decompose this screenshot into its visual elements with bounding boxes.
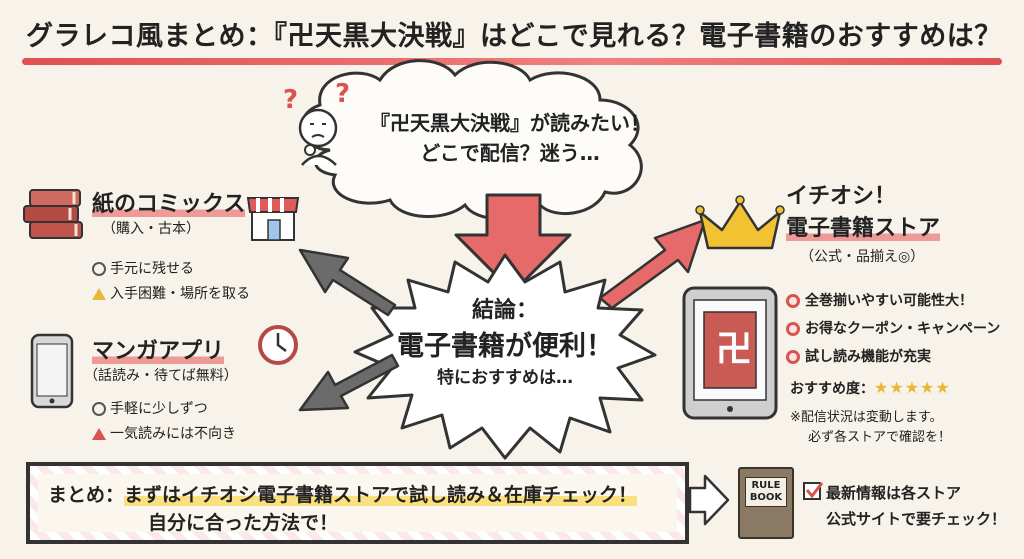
shop-icon [246, 197, 300, 241]
summary-label: まとめ： [48, 484, 125, 506]
crown-icon [695, 195, 785, 250]
ring-mark-icon [786, 294, 800, 308]
triangle-mark-icon [92, 288, 106, 300]
svg-text:?: ? [335, 79, 350, 109]
worried-person-icon [298, 108, 338, 166]
cloud-line-1: 『卍天黒大決戦』が読みたい！ [370, 111, 650, 135]
ring-mark-icon [786, 350, 800, 364]
cloud-text: 『卍天黒大決戦』が読みたい！ どこで配信？迷う… [360, 108, 660, 168]
thought-cloud [300, 59, 643, 221]
summary-line-2: 自分に合った方法で！ [148, 512, 339, 534]
tablet-icon [682, 286, 778, 420]
star-rating-icon: ★★★★★ [874, 378, 951, 397]
summary-box: まとめ：まずはイチオシ電子書籍ストアで試し読み＆在庫チェック！ 自分に合った方法… [26, 462, 689, 544]
summary-arrow [688, 474, 730, 526]
rule-book-icon: RULE BOOK [738, 467, 794, 539]
paper-comics-pros: 手元に残せる [92, 258, 194, 278]
conclusion-title: 結論： [471, 298, 538, 323]
ebook-store-title-1: イチオシ！ [786, 184, 897, 209]
ebook-store-title-2: 電子書籍ストア [786, 216, 941, 241]
ebook-point-2: お得なクーポン・キャンペーン [786, 318, 1000, 338]
svg-text:?: ? [283, 85, 298, 115]
ebook-point-1: 全巻揃いやすい可能性大！ [786, 290, 973, 310]
ebook-note-2: 必ず各ストアで確認を！ [808, 430, 952, 445]
title-underline [22, 58, 1002, 65]
ebook-rating: おすすめ度：★★★★★ [790, 378, 951, 397]
manga-app-subtitle: （話読み・待てば無料） [84, 368, 238, 384]
circle-mark-icon [92, 262, 106, 276]
paper-comics-cons: 入手困難・場所を取る [92, 283, 250, 303]
clock-icon [258, 325, 298, 365]
arrow-to-manga-app [298, 353, 400, 412]
paper-comics-subtitle: （購入・古本） [102, 221, 200, 237]
manga-app-pros: 手軽に少しずつ [92, 398, 208, 418]
latest-info-line-2: 公式サイトで要チェック！ [826, 510, 1007, 528]
tablet-symbol: 卍 [716, 329, 753, 370]
ring-mark-icon [786, 322, 800, 336]
book-stack-icon [23, 189, 83, 239]
arrow-to-ebook-store [598, 218, 707, 310]
manga-app-cons: 一気読みには不向き [92, 423, 236, 443]
summary-line-1: まとめ：まずはイチオシ電子書籍ストアで試し読み＆在庫チェック！ [48, 484, 638, 506]
manga-app-title: マンガアプリ [92, 339, 225, 364]
latest-info-line-1: 最新情報は各ストア [826, 484, 962, 502]
circle-mark-icon [92, 402, 106, 416]
conclusion-main: 電子書籍が便利！ [397, 331, 613, 362]
ebook-note-1: ※配信状況は変動します。 [790, 410, 943, 425]
down-arrow [454, 193, 572, 294]
checkbox-icon [803, 482, 824, 500]
conclusion-sub: 特におすすめは… [437, 368, 573, 388]
page-title: グラレコ風まとめ：『卍天黒大決戦』はどこで見れる？電子書籍のおすすめは？ [26, 21, 1002, 52]
paper-comics-title: 紙のコミックス [92, 192, 246, 217]
arrow-to-paper-comics [298, 248, 397, 317]
cloud-line-2: どこで配信？迷う… [420, 141, 600, 165]
question-marks-icon: ? ? [283, 79, 350, 115]
triangle-mark-icon [92, 428, 106, 440]
ebook-store-subtitle: （公式・品揃え◎） [800, 249, 925, 265]
ebook-point-3: 試し読み機能が充実 [786, 346, 931, 366]
smartphone-icon [30, 333, 74, 409]
burst-text: 結論： 電子書籍が便利！ 特におすすめは… [355, 292, 655, 388]
